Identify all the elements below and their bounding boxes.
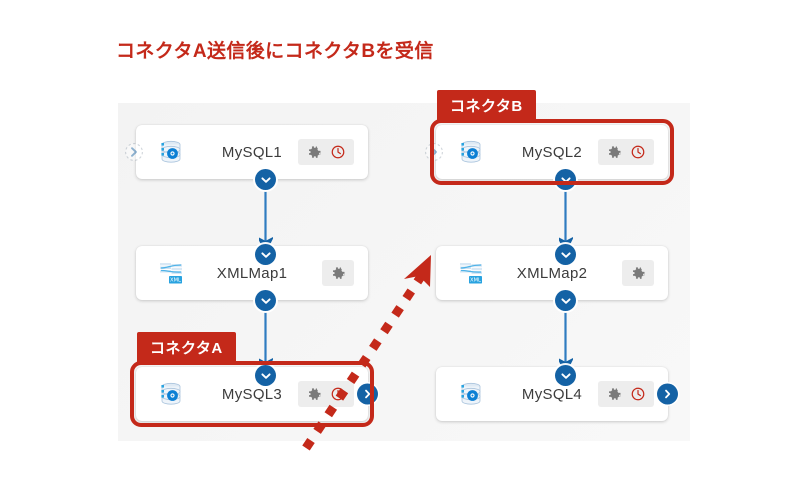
gear-icon[interactable] xyxy=(302,140,326,164)
page-title: コネクタA送信後にコネクタBを受信 xyxy=(116,41,434,62)
database-icon xyxy=(458,381,484,407)
database-icon xyxy=(158,139,184,165)
connector-chevron-mysql1-out[interactable] xyxy=(255,169,276,190)
node-actions xyxy=(298,139,354,165)
node-mysql1[interactable]: MySQL1 xyxy=(136,125,368,179)
connector-arrow-left-1 xyxy=(259,191,273,253)
xmlmap-icon xyxy=(458,260,484,286)
gear-icon[interactable] xyxy=(602,140,626,164)
highlight-label-connector-a: コネクタA xyxy=(137,332,236,364)
highlight-label-connector-b: コネクタB xyxy=(437,90,536,122)
node-actions xyxy=(622,260,654,286)
connector-arrow-right-1 xyxy=(559,191,573,253)
connector-chevron-xmlmap2-out[interactable] xyxy=(555,290,576,311)
gear-icon[interactable] xyxy=(602,382,626,406)
output-handle-icon[interactable] xyxy=(357,383,378,405)
connector-chevron-mysql4-in[interactable] xyxy=(555,365,576,386)
gear-icon[interactable] xyxy=(626,261,650,285)
node-actions xyxy=(598,139,654,165)
database-icon xyxy=(458,139,484,165)
output-handle-icon[interactable] xyxy=(657,383,678,405)
connector-chevron-xmlmap2-in[interactable] xyxy=(555,244,576,265)
node-mysql2[interactable]: MySQL2 xyxy=(436,125,668,179)
node-mysql4[interactable]: MySQL4 xyxy=(436,367,678,421)
node-xmlmap2[interactable]: XMLMap2 xyxy=(436,246,668,300)
input-handle-icon[interactable] xyxy=(424,142,444,162)
clock-icon[interactable] xyxy=(326,140,350,164)
clock-icon[interactable] xyxy=(626,382,650,406)
node-actions xyxy=(298,381,354,407)
database-icon xyxy=(158,381,184,407)
node-xmlmap1[interactable]: XMLMap1 xyxy=(136,246,368,300)
node-mysql3[interactable]: MySQL3 xyxy=(136,367,378,421)
connector-chevron-xmlmap1-out[interactable] xyxy=(255,290,276,311)
gear-icon[interactable] xyxy=(326,261,350,285)
gear-icon[interactable] xyxy=(302,382,326,406)
clock-icon[interactable] xyxy=(626,140,650,164)
connector-arrow-right-2 xyxy=(559,312,573,374)
flow-canvas: XML xyxy=(118,90,690,451)
connector-chevron-mysql2-out[interactable] xyxy=(555,169,576,190)
input-handle-icon[interactable] xyxy=(124,142,144,162)
connector-chevron-mysql3-in[interactable] xyxy=(255,365,276,386)
connector-chevron-xmlmap1-in[interactable] xyxy=(255,244,276,265)
node-actions xyxy=(322,260,354,286)
clock-icon[interactable] xyxy=(326,382,350,406)
xmlmap-icon xyxy=(158,260,184,286)
connector-arrow-left-2 xyxy=(259,312,273,374)
node-actions xyxy=(598,381,654,407)
